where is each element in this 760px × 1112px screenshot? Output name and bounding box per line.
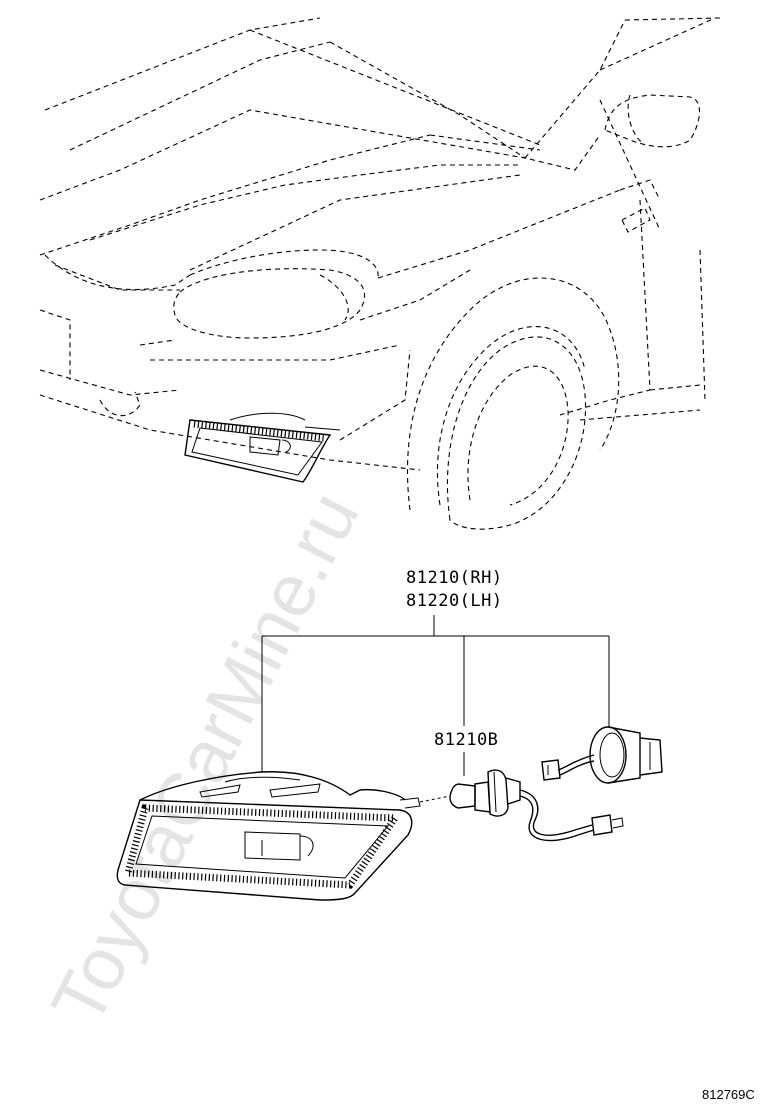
fog-lamp-installed <box>184 412 341 483</box>
watermark: ToyotaCarMine.ru <box>35 479 374 1037</box>
part-number-rh: 81210(RH) <box>406 568 503 588</box>
figure-code: 812769C <box>702 1087 755 1102</box>
fog-lamp-assembly <box>116 771 421 901</box>
part-number-lh: 81220(LH) <box>406 591 503 611</box>
car-front-outline <box>39 17 721 530</box>
leader-lines <box>261 615 610 776</box>
part-number-bulb: 81210B <box>434 730 498 750</box>
bulb-assembly <box>419 769 624 842</box>
socket-grommet <box>541 726 663 784</box>
